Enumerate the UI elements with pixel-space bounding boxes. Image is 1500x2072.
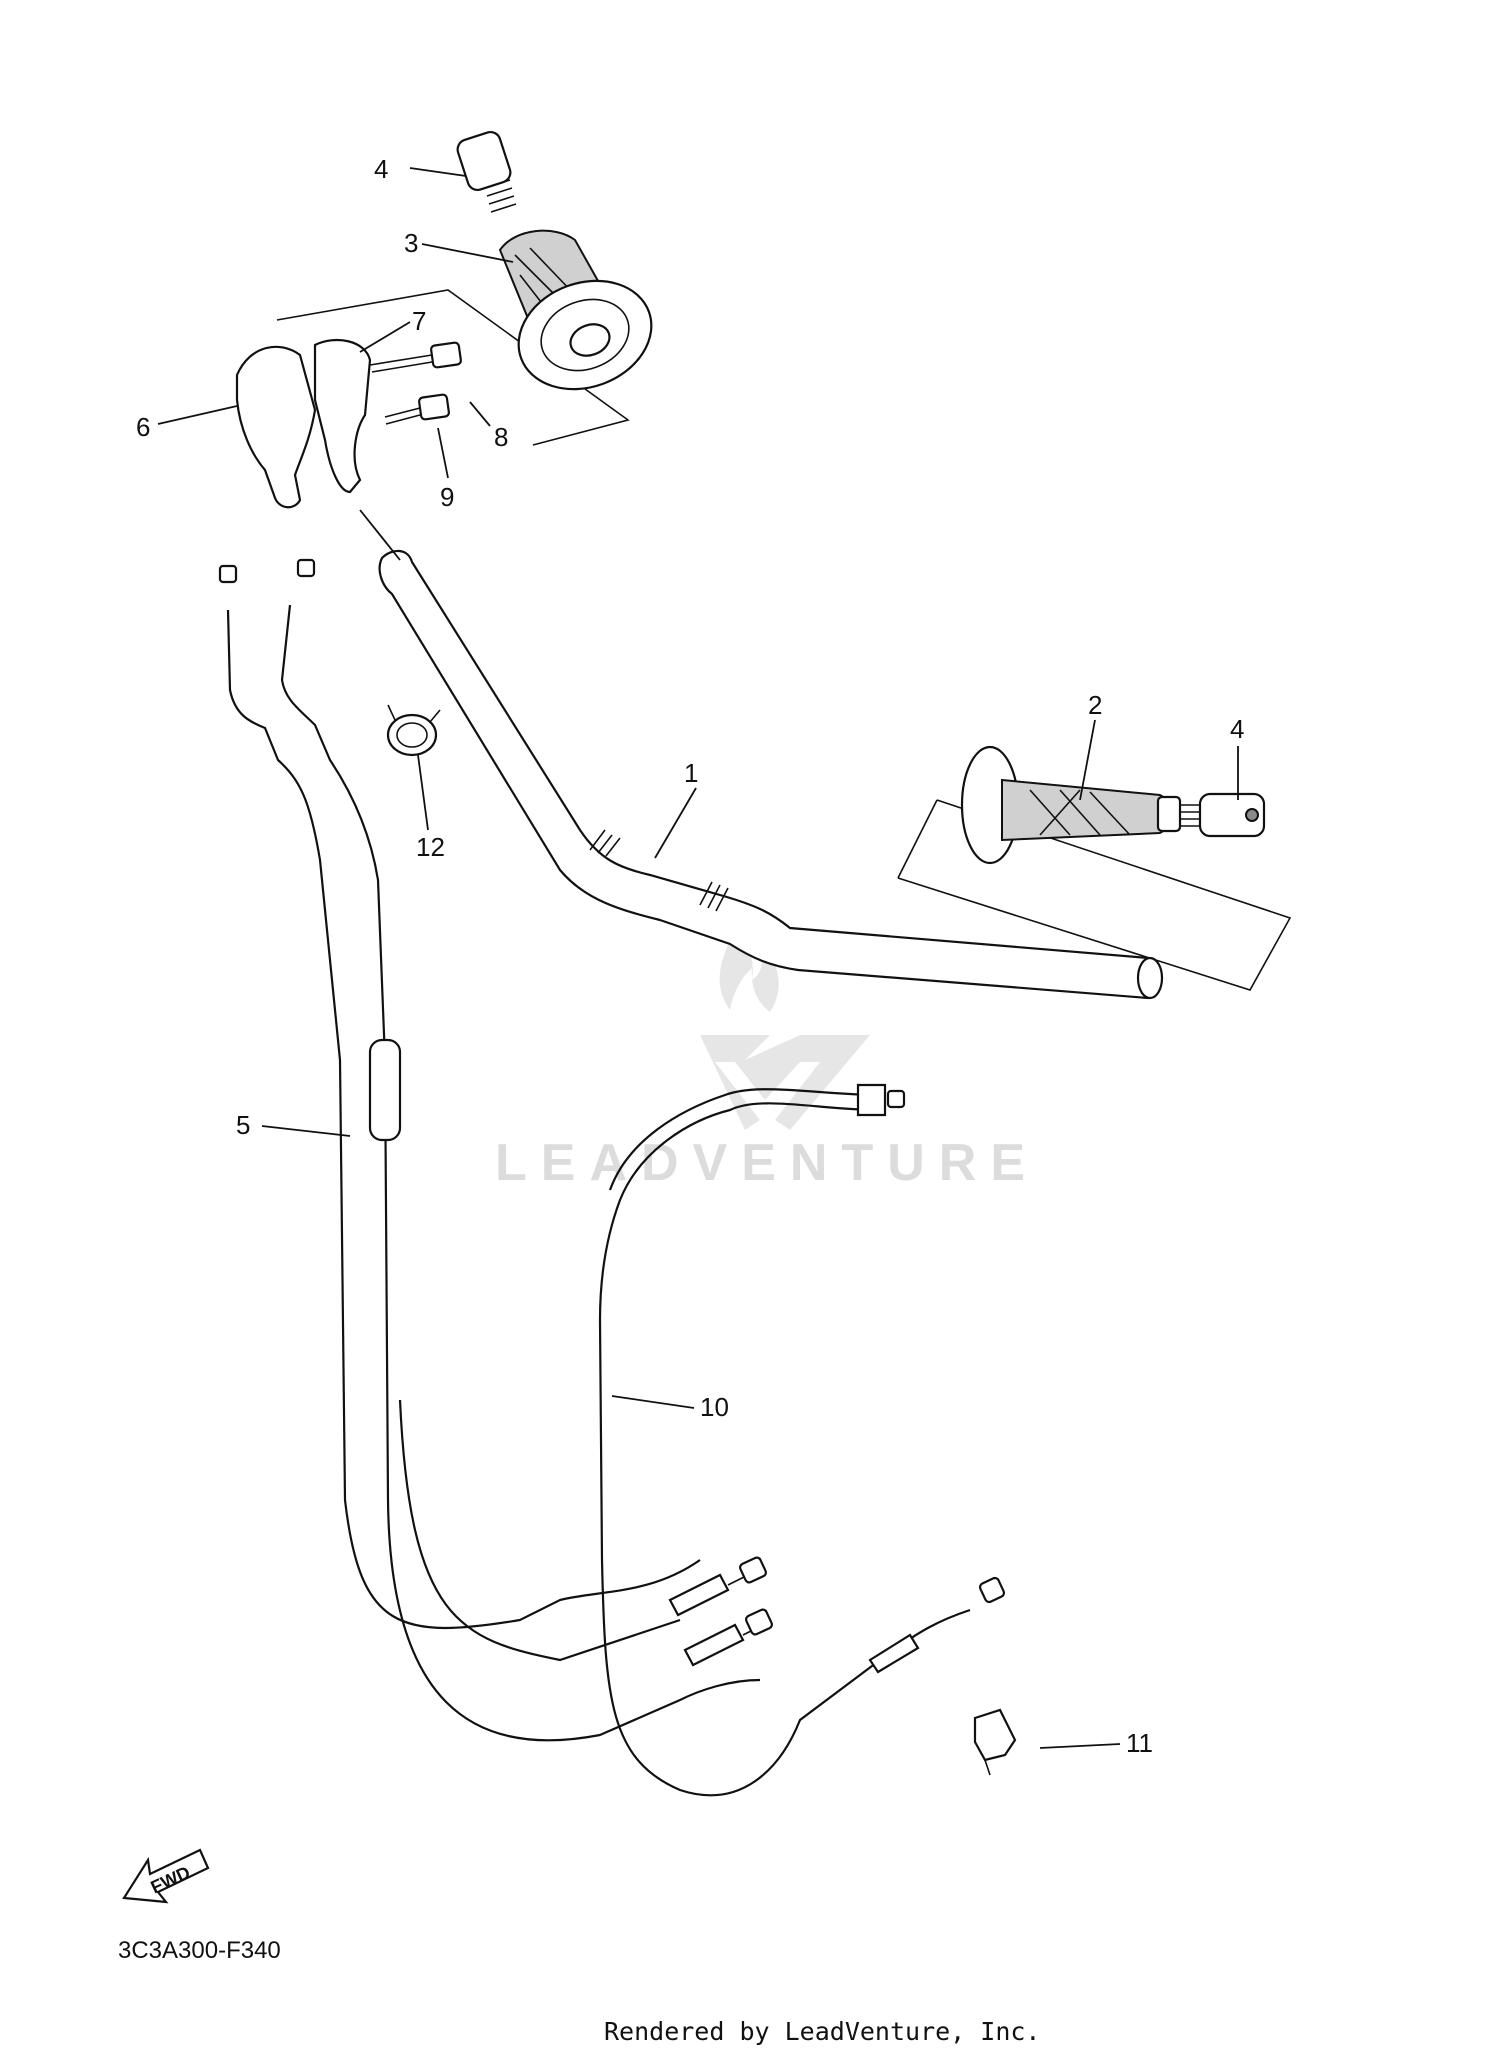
callout-5: 5: [236, 1110, 250, 1140]
callout-leaders: [157, 167, 1239, 1749]
callout-11: 11: [1126, 1728, 1153, 1758]
callout-6: 6: [136, 412, 150, 442]
cable-10: [598, 1083, 1006, 1797]
cable-clamp: [386, 704, 441, 757]
clip-11: [973, 1708, 1017, 1776]
throttle-grip: [498, 229, 653, 391]
callout-4-right: 4: [1230, 714, 1244, 744]
throttle-cables: [218, 558, 773, 1742]
diagram-part-code: 3C3A300-F340: [118, 1937, 281, 1964]
screws: [369, 341, 462, 425]
callout-4-left: 4: [374, 154, 388, 184]
callout-2: 2: [1088, 690, 1102, 720]
render-credit: Rendered by LeadVenture, Inc.: [604, 2017, 1041, 2046]
callout-1: 1: [684, 758, 698, 788]
bar-end-right: [1198, 792, 1266, 838]
callout-10: 10: [700, 1392, 729, 1422]
callout-7: 7: [412, 306, 426, 336]
callout-12: 12: [416, 832, 445, 862]
handlebar: [378, 549, 1164, 1000]
right-grip: [960, 745, 1200, 865]
watermark-text: LEADVENTURE: [495, 1134, 1039, 1192]
callout-9: 9: [440, 482, 454, 512]
callout-numbers: 1 2 3 4 4 5 6 7 8 9 10 11 12: [136, 154, 1244, 1758]
fwd-arrow-icon: FWD: [122, 1848, 210, 1904]
bar-end-left: [456, 130, 517, 213]
callout-3: 3: [404, 228, 418, 258]
callout-8: 8: [494, 422, 508, 452]
throttle-housing: [235, 338, 372, 509]
